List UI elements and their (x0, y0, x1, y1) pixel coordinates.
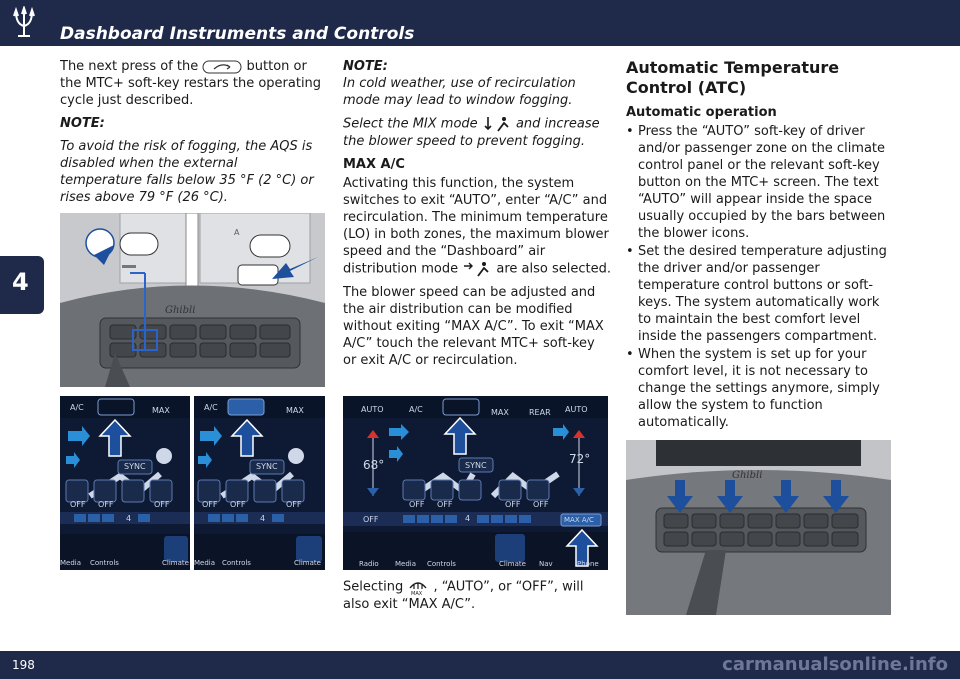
temp-left-label: 68° (363, 458, 385, 472)
instructions-list: Press the “AUTO” soft-key of driver and/… (626, 123, 896, 431)
mtc-screen-maxac: AUTO A/C MAX REAR AUTO 68° 72° SYNC OFF … (343, 396, 608, 570)
dashboard-mode-icon (464, 262, 489, 277)
seat-vent-off-label: OFF (533, 500, 549, 509)
down-arrow-icon (823, 480, 849, 513)
trident-logo-icon (13, 6, 35, 37)
column-2: NOTE: In cold weather, use of recirculat… (343, 58, 611, 375)
fan-speed-label: 4 (465, 514, 471, 523)
callout-arrow-icon (272, 257, 318, 279)
note-recirculation: In cold weather, use of recirculation mo… (343, 76, 576, 108)
seat-heat-off-label: OFF (70, 500, 86, 509)
down-arrow-icon (717, 480, 743, 513)
note-fogging: To avoid the risk of fogging, the AQS is… (60, 139, 314, 205)
auto-label: AUTO (565, 405, 588, 414)
note-heading: NOTE: (343, 59, 388, 74)
ghibli-badge: Ghibli (732, 470, 762, 481)
maxac-paragraph-2: The blower speed can be adjusted and the… (343, 285, 604, 368)
list-item: Press the “AUTO” soft-key of driver and/… (626, 123, 896, 242)
ac-label: A/C (70, 403, 84, 412)
seat-heat-off-label: OFF (505, 500, 521, 509)
console-illustration: Ghibli (626, 440, 891, 615)
sync-label: SYNC (124, 462, 146, 471)
climate-screen-illustration (60, 396, 325, 570)
seat-heat-off-label: OFF (202, 500, 218, 509)
rear-label: REAR (529, 408, 551, 417)
maxac-paragraph-1: Activating this function, the system swi… (343, 176, 611, 277)
nav-media: Media (194, 559, 216, 567)
chapter-tab: 4 (0, 256, 44, 314)
temp-right-label: 72° (569, 452, 591, 466)
page-footer: 198 carmanualsonline.info (0, 651, 960, 679)
seat-vent-off-label: OFF (437, 500, 453, 509)
seat-heat-off-label: OFF (154, 500, 170, 509)
selecting-paragraph: Selecting MAX , “AUTO”, or “OFF”, will a… (343, 579, 584, 613)
dashboard-illustration: A Ghibli (60, 213, 325, 387)
list-item: Set the desired temperature adjusting th… (626, 243, 896, 345)
page-number: 198 (12, 658, 35, 672)
seat-heat-off-label: OFF (286, 500, 302, 509)
max-defrost-icon: MAX (409, 582, 427, 596)
column-1: The next press of the button or the MTC+… (60, 58, 322, 212)
sync-label: SYNC (256, 462, 278, 471)
svg-text:MAX: MAX (411, 591, 423, 596)
nav-controls: Controls (427, 560, 456, 568)
max-ac-button: MAX A/C (564, 516, 594, 524)
ac-label: A/C (409, 405, 423, 414)
fan-speed-label: 4 (126, 514, 132, 523)
down-arrow-icon (773, 480, 799, 513)
auto-label: AUTO (361, 405, 384, 414)
seat-vent-off-label: OFF (230, 500, 246, 509)
console-photo-auto: Ghibli (626, 440, 891, 615)
watermark: carmanualsonline.info (722, 654, 948, 675)
maxac-heading: MAX A/C (343, 157, 405, 172)
page-header: Dashboard Instruments and Controls (0, 0, 960, 46)
ac-label: A/C (204, 403, 218, 412)
up-arrow-icon (230, 418, 264, 457)
climate-screen-illustration (343, 396, 608, 570)
sync-label: SYNC (465, 461, 487, 470)
column-3: Automatic Temperature Control (ATC) Auto… (626, 58, 896, 432)
nav-controls: Controls (90, 559, 119, 567)
max-label: MAX (491, 408, 509, 417)
nav-controls: Controls (222, 559, 251, 567)
down-arrow-icon (667, 480, 693, 513)
subheading-automatic: Automatic operation (626, 105, 777, 120)
nav-climate: Climate (499, 560, 526, 568)
note-mix-mode: Select the MIX mode and increase the blo… (343, 116, 600, 150)
nav-climate: Climate (162, 559, 189, 567)
max-label: MAX (286, 406, 304, 415)
max-label: MAX (152, 406, 170, 415)
seat-vent-off-label: OFF (98, 500, 114, 509)
callout-letter: A (234, 228, 240, 237)
page-title: Dashboard Instruments and Controls (60, 24, 415, 44)
nav-climate: Climate (294, 559, 321, 567)
chapter-number: 4 (12, 268, 29, 296)
mtc-screen-recirculation: A/C MAX A/C MAX SYNC SYNC OFF OFF OFF OF… (60, 396, 325, 570)
mix-mode-icon (484, 117, 509, 132)
dashboard-photo-recirculation: A Ghibli (60, 213, 325, 387)
nav-media: Media (60, 559, 82, 567)
paragraph-restart: The next press of the button or the MTC+… (60, 59, 322, 108)
nav-media: Media (395, 560, 417, 568)
seat-heat-off-label: OFF (409, 500, 425, 509)
ghibli-badge: Ghibli (165, 305, 195, 316)
nav-nav: Nav (539, 560, 553, 568)
up-arrow-icon (443, 416, 477, 455)
off-label: OFF (363, 515, 379, 524)
list-item: When the system is set up for your comfo… (626, 346, 896, 431)
up-arrow-icon (565, 528, 599, 567)
nav-phone: Phone (577, 560, 599, 568)
up-arrow-icon (98, 418, 132, 457)
nav-radio: Radio (359, 560, 379, 568)
recirculation-button-icon (202, 60, 242, 73)
callout-arrow-icon (79, 245, 114, 280)
fan-speed-label: 4 (260, 514, 266, 523)
note-heading: NOTE: (60, 116, 105, 131)
section-heading-atc: Automatic Temperature Control (ATC) (626, 58, 840, 97)
